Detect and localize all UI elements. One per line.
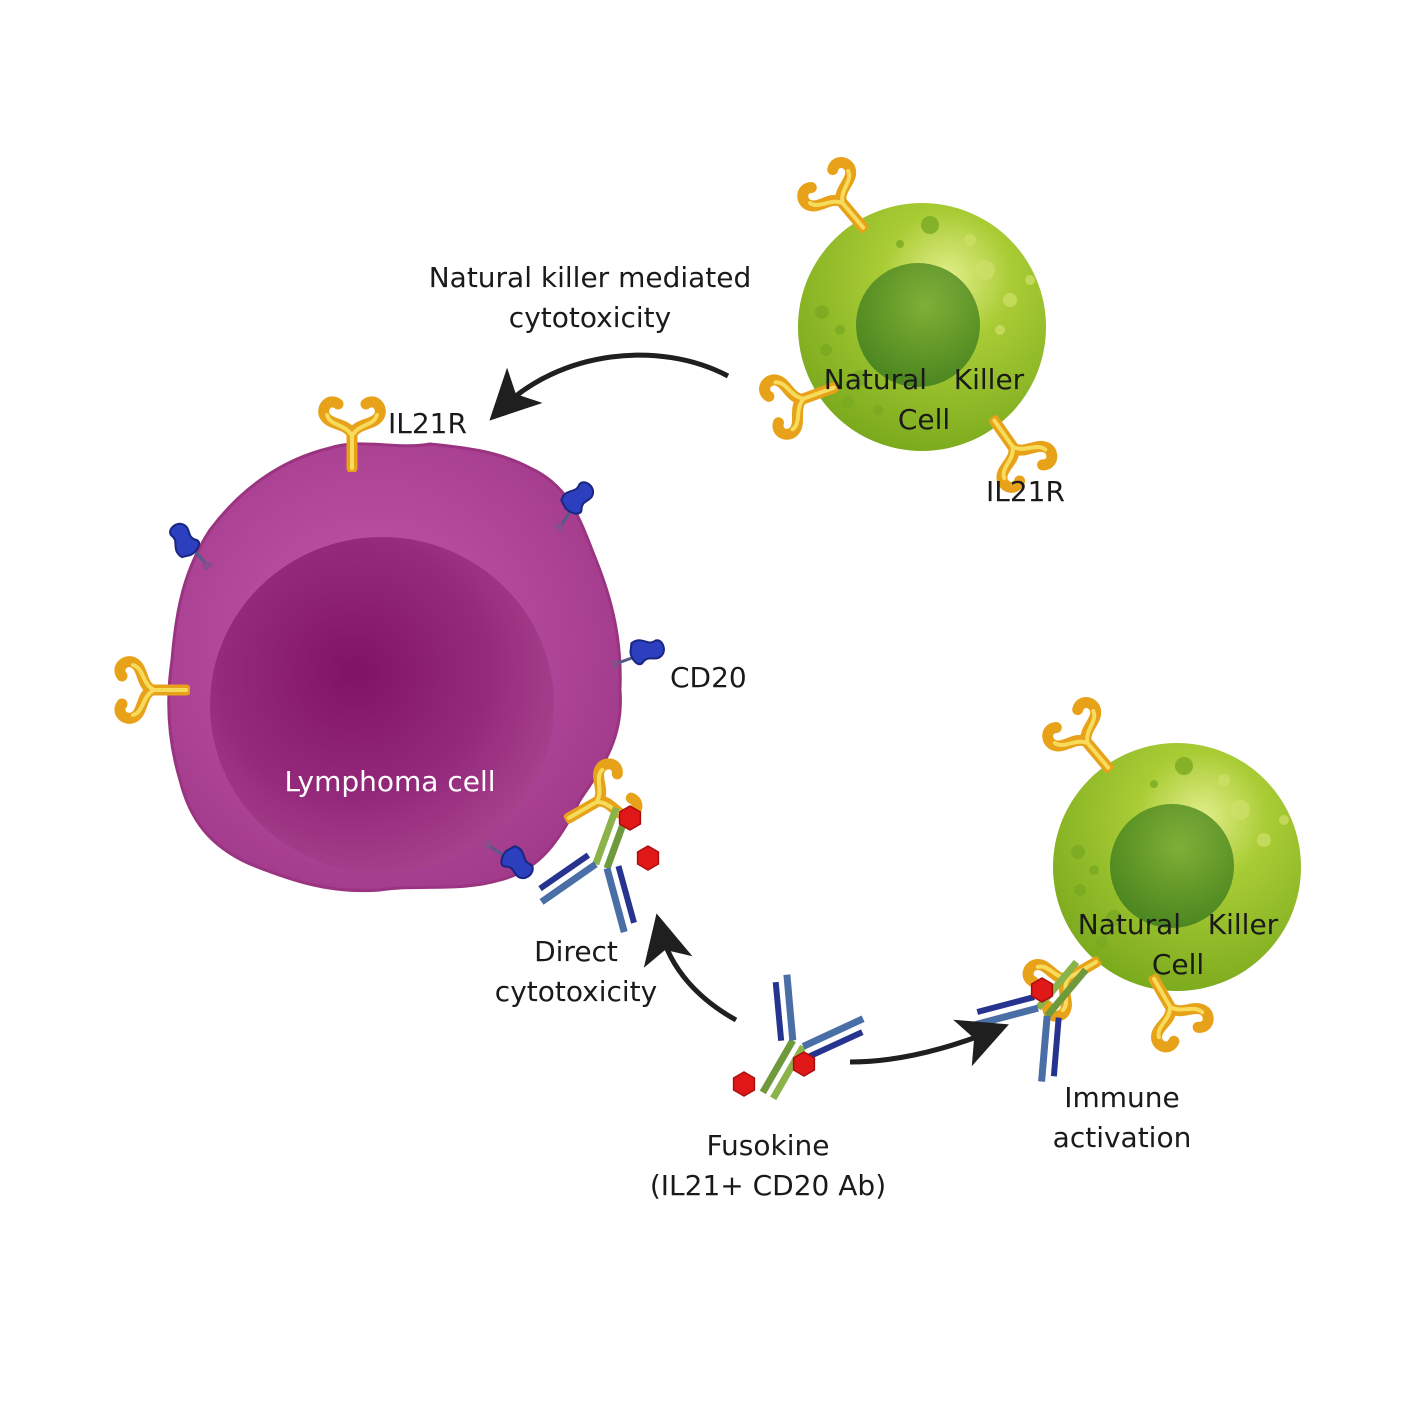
label-lymphoma-cell: Lymphoma cell <box>284 765 496 798</box>
label-il21r-lymphoma: IL21R <box>388 407 467 440</box>
label-fusokine: Fusokine (IL21+ CD20 Ab) <box>649 1129 887 1202</box>
il21-cytokine-icon <box>1030 977 1054 1003</box>
antibody-icon <box>725 972 869 1121</box>
label-cd20: CD20 <box>670 661 747 694</box>
label-nk-mediated-cytotoxicity: Natural killer mediated cytotoxicity <box>428 261 752 334</box>
label-nk-cell-top: Natural Killer Cell <box>823 363 1025 436</box>
nk-cell-top <box>798 203 1046 451</box>
arrow-nk-to-lymphoma <box>489 352 730 421</box>
label-immune-activation: Immune activation <box>1052 1081 1192 1154</box>
arrow-fusokine-to-lymphoma <box>643 913 738 1023</box>
il21-cytokine-icon <box>636 845 660 871</box>
label-nk-cell-bottom: Natural Killer Cell <box>1077 908 1279 981</box>
lymphoma-nucleus <box>210 537 554 873</box>
nk-cell-bottom <box>1053 743 1301 991</box>
il21-cytokine-icon <box>618 805 642 831</box>
il21-cytokine-icon <box>732 1071 756 1097</box>
label-il21r-nk: IL21R <box>986 475 1065 508</box>
arrow-fusokine-to-nk <box>849 1019 1009 1067</box>
label-direct-cytotoxicity: Direct cytotoxicity <box>494 935 658 1008</box>
lymphoma-cell <box>167 442 622 893</box>
il21-cytokine-icon <box>792 1051 816 1077</box>
nk-cell-top-nucleus <box>856 263 980 387</box>
nk-cell-bottom-nucleus <box>1110 804 1234 928</box>
